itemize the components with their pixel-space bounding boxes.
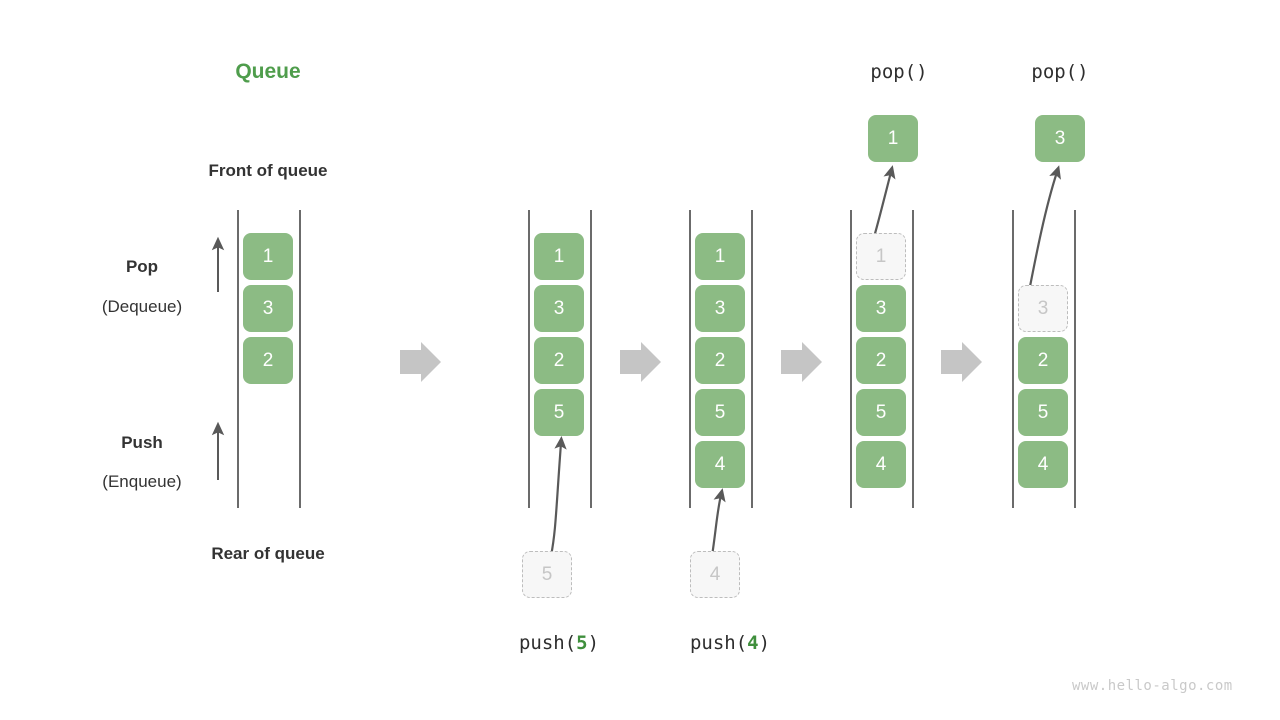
push-5-caption-arg: 5 [576, 632, 588, 654]
queue-cell: 3 [534, 285, 584, 332]
queue-cell: 1 [695, 233, 745, 280]
queue-rail-left-5 [1012, 210, 1014, 508]
queue-rail-left-2 [528, 210, 530, 508]
front-of-queue-label: Front of queue [208, 161, 328, 180]
popped-element: 1 [868, 115, 918, 162]
queue-cell: 2 [243, 337, 293, 384]
queue-cell: 4 [695, 441, 745, 488]
queue-rail-right-5 [1074, 210, 1076, 508]
queue-cell: 5 [1018, 389, 1068, 436]
queue-cell: 5 [856, 389, 906, 436]
queue-cell: 3 [243, 285, 293, 332]
queue-rail-right-4 [912, 210, 914, 508]
push-5-caption-suffix: ) [587, 632, 600, 654]
push-4-caption-prefix: push( [689, 632, 748, 654]
push-5-caption: push(5) [484, 632, 634, 654]
queue-rail-right-1 [299, 210, 301, 508]
step-arrow-1 [400, 342, 441, 382]
queue-rail-left-3 [689, 210, 691, 508]
queue-cell-popped-ghost: 1 [856, 233, 906, 280]
page-title: Queue [235, 60, 301, 83]
queue-cell: 1 [243, 233, 293, 280]
step-arrow-4 [941, 342, 982, 382]
pop-1-caption: pop() [870, 61, 928, 83]
incoming-element-ghost: 5 [522, 551, 572, 598]
step-arrow-3 [781, 342, 822, 382]
push-4-arrow [710, 488, 726, 557]
queue-rail-right-3 [751, 210, 753, 508]
queue-cell: 2 [534, 337, 584, 384]
queue-cell: 4 [856, 441, 906, 488]
step-arrow-2 [620, 342, 661, 382]
push-5-caption-prefix: push( [518, 632, 577, 654]
queue-cell: 1 [534, 233, 584, 280]
rear-of-queue-label: Rear of queue [211, 544, 325, 563]
push-label: Push [121, 433, 163, 452]
push-4-caption-arg: 4 [747, 632, 759, 654]
watermark: www.hello-algo.com [1072, 678, 1233, 694]
pop-label: Pop [125, 257, 159, 276]
pop-sublabel: (Dequeue) [101, 297, 183, 316]
queue-cell-popped-ghost: 3 [1018, 285, 1068, 332]
queue-cell: 3 [695, 285, 745, 332]
queue-rail-left-1 [237, 210, 239, 508]
incoming-element-ghost: 4 [690, 551, 740, 598]
push-sublabel: (Enqueue) [102, 472, 182, 491]
queue-cell: 2 [856, 337, 906, 384]
queue-cell: 4 [1018, 441, 1068, 488]
pop-3-caption: pop() [1031, 61, 1089, 83]
queue-rail-left-4 [850, 210, 852, 508]
queue-cell: 2 [1018, 337, 1068, 384]
queue-rail-right-2 [590, 210, 592, 508]
popped-element: 3 [1035, 115, 1085, 162]
queue-cell: 3 [856, 285, 906, 332]
queue-cell: 2 [695, 337, 745, 384]
queue-cell: 5 [695, 389, 745, 436]
queue-cell: 5 [534, 389, 584, 436]
push-4-caption-suffix: ) [758, 632, 771, 654]
push-5-arrow [549, 435, 567, 557]
push-4-caption: push(4) [655, 632, 805, 654]
